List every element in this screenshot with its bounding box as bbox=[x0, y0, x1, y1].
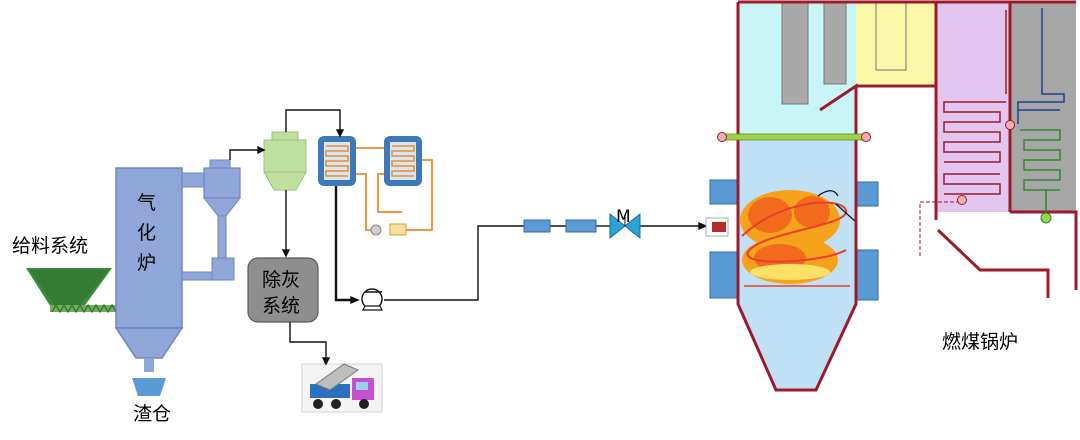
feed-system-label: 给料系统 bbox=[12, 235, 88, 257]
boiler-label: 燃煤锅炉 bbox=[942, 331, 1018, 353]
burner-icon bbox=[705, 217, 729, 237]
ash-removal-label-2: 系统 bbox=[262, 295, 300, 317]
motorized-valve-icon bbox=[609, 212, 641, 240]
ash-removal-box bbox=[247, 257, 319, 323]
furnace-flame bbox=[740, 190, 857, 287]
gas-blower-icon bbox=[361, 288, 383, 311]
gasifier-outlet-duct bbox=[181, 159, 242, 281]
process-pipes bbox=[229, 109, 708, 366]
ash-removal-label-1: 除灰 bbox=[262, 269, 300, 291]
gas-line-filter-1 bbox=[523, 219, 551, 233]
boiler-top-sections bbox=[738, 1, 1076, 212]
coal-hopper bbox=[26, 268, 112, 312]
economizer-coil bbox=[1020, 129, 1061, 224]
feed-screw-conveyor bbox=[50, 303, 118, 314]
slag-bin bbox=[132, 378, 166, 396]
heat-exchanger-2 bbox=[384, 136, 422, 186]
heat-exchanger-1 bbox=[318, 136, 356, 186]
boiler-side-ports bbox=[709, 179, 879, 301]
steam-drum-bar bbox=[717, 132, 871, 142]
cyclone-separator bbox=[263, 131, 307, 191]
gasifier-label-1: 气 bbox=[137, 192, 156, 214]
superheater-coil bbox=[919, 10, 1015, 258]
valve-motor-label: M bbox=[616, 207, 631, 227]
boiler-walls bbox=[736, 0, 1078, 392]
cooling-water-loop bbox=[356, 147, 433, 236]
reheater-coil bbox=[1017, 8, 1065, 124]
gasifier-label-2: 化 bbox=[137, 222, 156, 244]
gas-line-filter-2 bbox=[565, 219, 597, 233]
gasifier-label-3: 炉 bbox=[137, 252, 156, 274]
gasifier-vessel bbox=[114, 167, 184, 372]
ash-truck-icon bbox=[301, 363, 383, 413]
slag-bin-label: 渣仓 bbox=[133, 403, 171, 425]
